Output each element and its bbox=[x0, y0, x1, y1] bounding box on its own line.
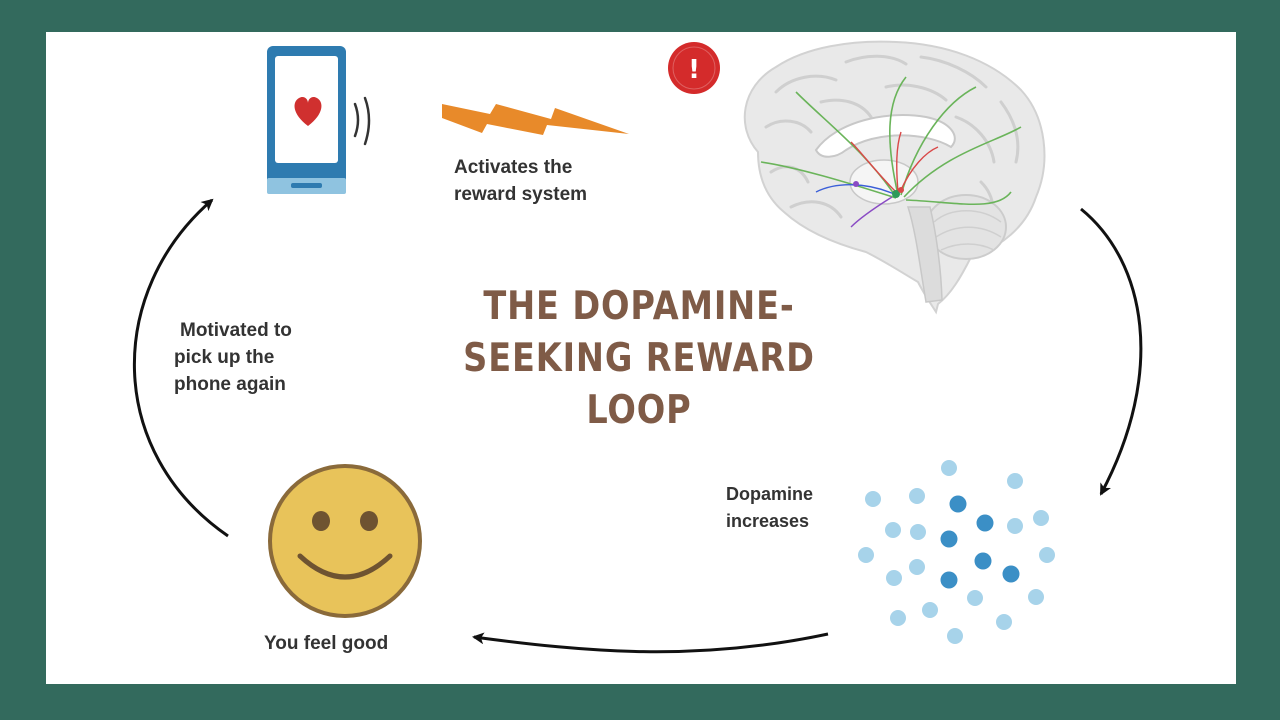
arrow-dopamine-to-smiley bbox=[472, 632, 829, 654]
dopamine-molecule bbox=[940, 530, 958, 548]
label-line: increases bbox=[726, 511, 810, 531]
dopamine-molecules bbox=[858, 460, 1055, 644]
title-line: SEEKING REWARD bbox=[463, 336, 815, 381]
label-you-feel-good: You feel good bbox=[264, 633, 389, 654]
dopamine-molecule bbox=[885, 522, 901, 538]
alert-symbol: ! bbox=[688, 55, 700, 85]
dopamine-molecule bbox=[1007, 473, 1023, 489]
dopamine-molecule bbox=[890, 610, 906, 626]
dopamine-molecule bbox=[947, 628, 963, 644]
dopamine-molecule bbox=[910, 524, 926, 540]
dopamine-molecule bbox=[886, 570, 902, 586]
title-line: THE DOPAMINE- bbox=[483, 284, 795, 329]
title-line: LOOP bbox=[586, 388, 692, 433]
dopamine-molecule bbox=[858, 547, 874, 563]
label-dopamine-increases: Dopamine increases bbox=[726, 481, 886, 535]
dopamine-molecule bbox=[976, 514, 994, 532]
dopamine-molecule bbox=[1039, 547, 1055, 563]
phone-icon bbox=[267, 46, 371, 194]
arrow-smiley-to-phone bbox=[133, 198, 229, 538]
label-line: Dopamine bbox=[726, 484, 814, 504]
dopamine-molecule bbox=[1007, 518, 1023, 534]
dopamine-molecule bbox=[922, 602, 938, 618]
dopamine-molecule bbox=[909, 559, 925, 575]
dopamine-molecule bbox=[909, 488, 925, 504]
dopamine-molecule bbox=[1028, 589, 1044, 605]
dopamine-molecule bbox=[974, 552, 992, 570]
diagram-artwork: ! bbox=[133, 40, 1143, 654]
label-motivated-pick-up-phone: Motivated to pick up the phone again bbox=[174, 317, 374, 398]
dopamine-molecule bbox=[1033, 510, 1049, 526]
dopamine-molecule bbox=[949, 495, 967, 513]
diagram-title: THE DOPAMINE- SEEKING REWARD LOOP bbox=[458, 281, 819, 437]
label-line: reward system bbox=[454, 184, 588, 205]
arrow-brain-to-dopamine bbox=[1080, 207, 1143, 496]
heart-icon bbox=[294, 96, 322, 126]
dopamine-molecule bbox=[1002, 565, 1020, 583]
dopamine-molecule bbox=[940, 571, 958, 589]
label-line: Motivated to bbox=[180, 320, 292, 341]
label-line: Activates the bbox=[454, 157, 573, 178]
dopamine-molecule bbox=[865, 491, 881, 507]
brain-illustration bbox=[743, 40, 1046, 315]
lightning-bolt-icon bbox=[442, 104, 629, 135]
alert-icon: ! bbox=[668, 42, 720, 94]
label-line: phone again bbox=[174, 374, 286, 395]
smiley-face-icon bbox=[268, 464, 422, 618]
dopamine-molecule bbox=[967, 590, 983, 606]
label-activates-reward-system: Activates the reward system bbox=[454, 154, 674, 208]
vibration-waves-icon bbox=[353, 96, 371, 146]
diagram-panel: ! bbox=[46, 32, 1236, 684]
label-line: pick up the bbox=[174, 347, 275, 368]
dopamine-molecule bbox=[996, 614, 1012, 630]
dopamine-molecule bbox=[941, 460, 957, 476]
